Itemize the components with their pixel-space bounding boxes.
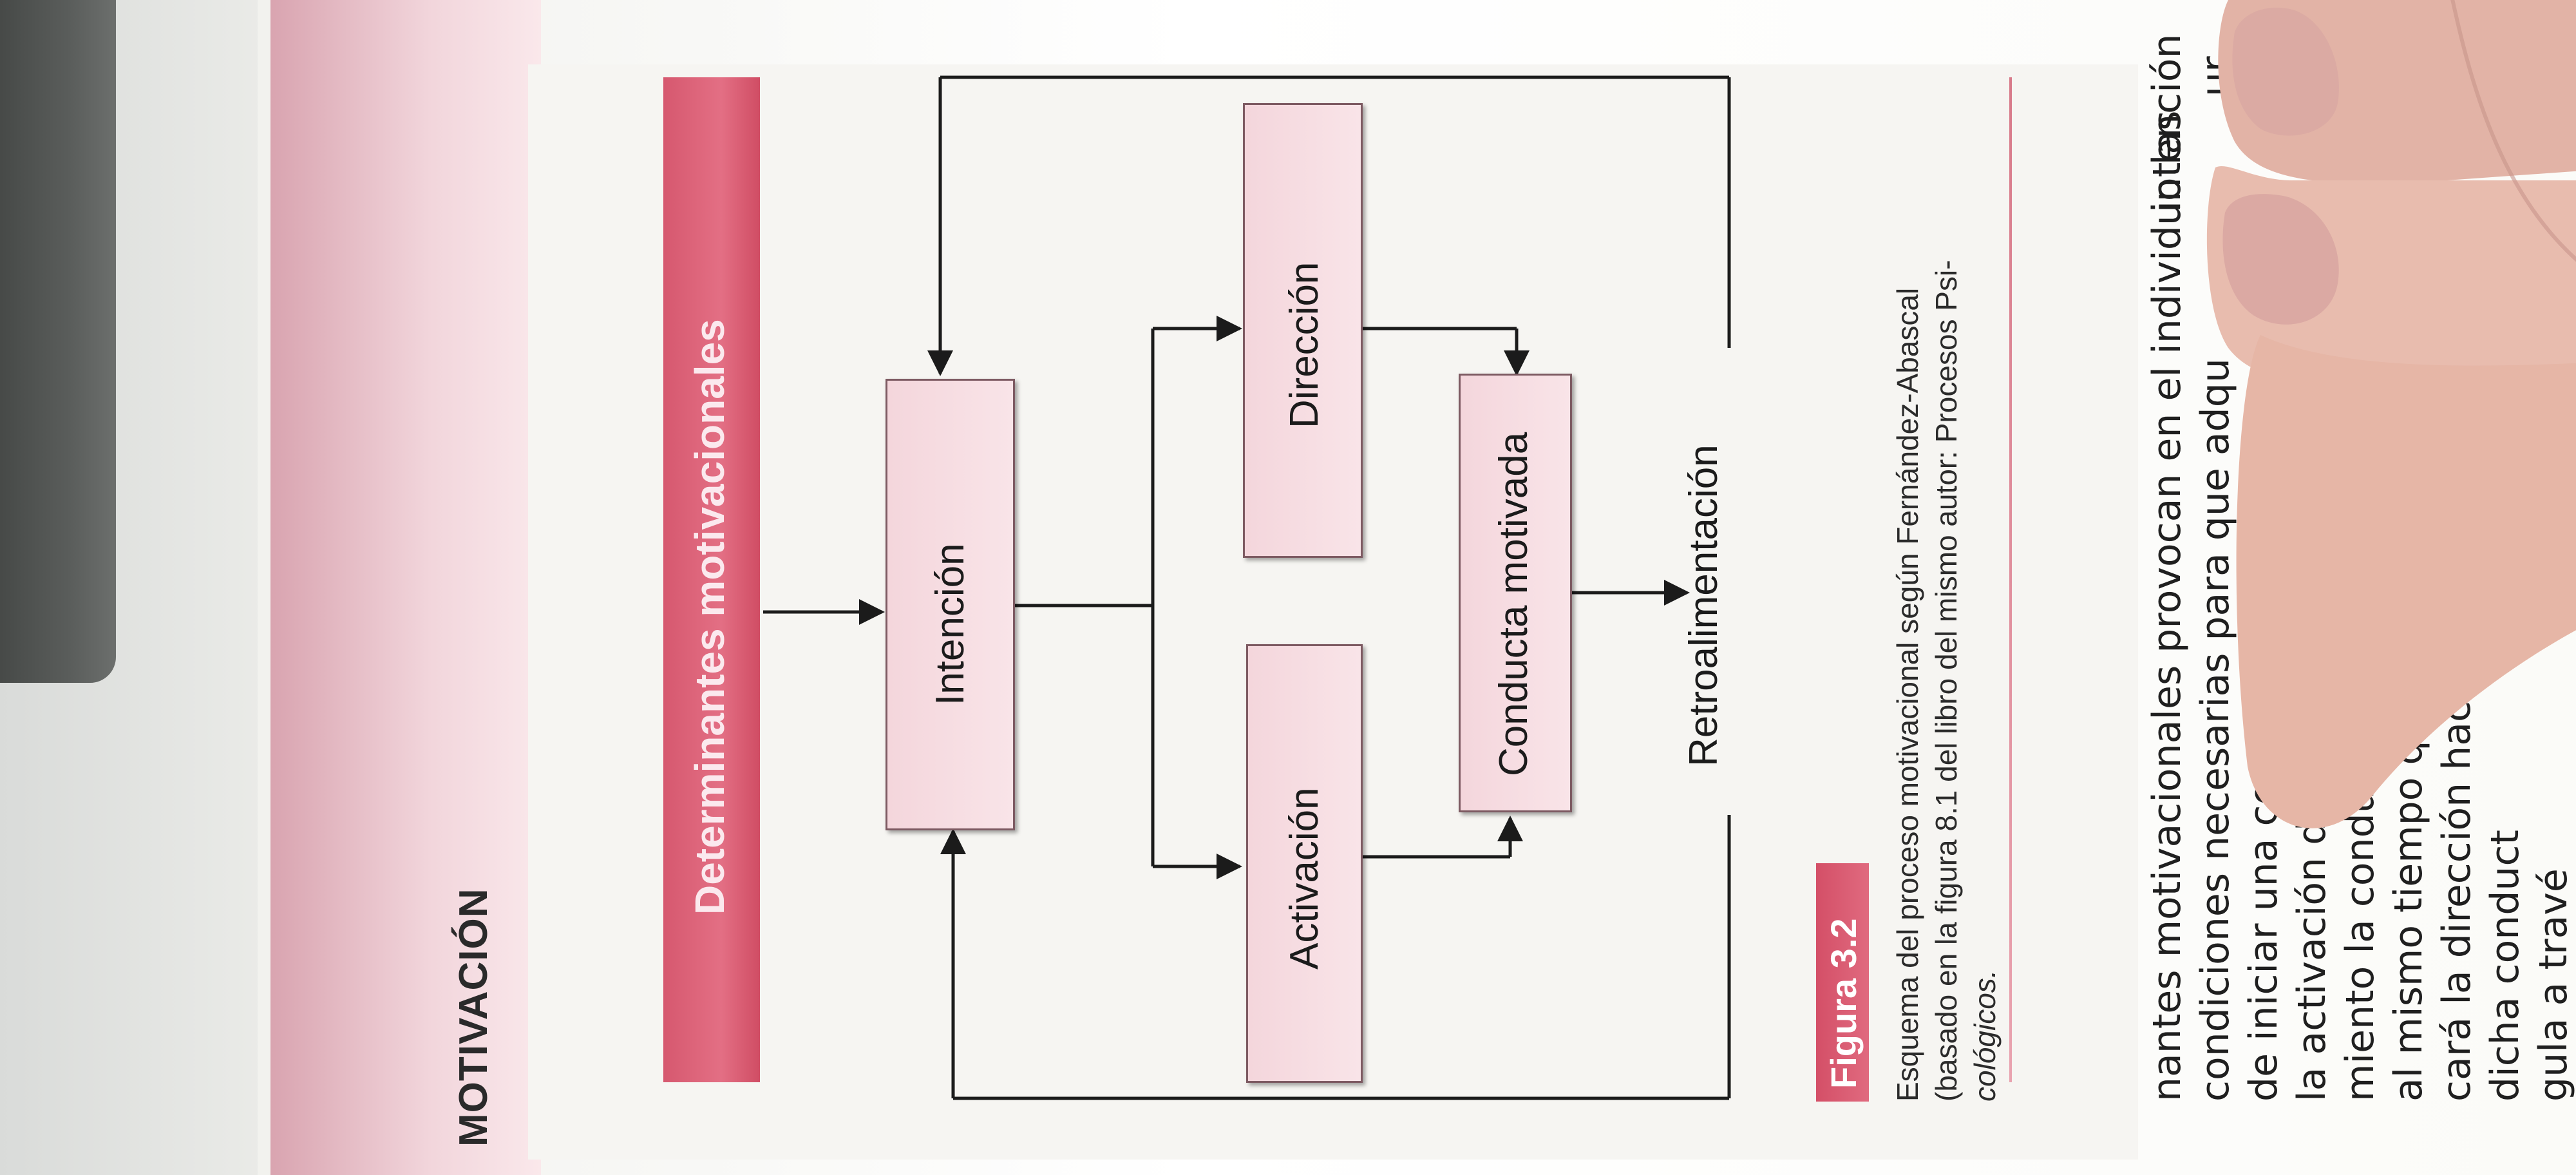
figure-tab — [1816, 863, 1869, 1102]
figure-label: Figura 3.2 — [1823, 918, 1864, 1089]
caption-line-2: (basado en la figura 8.1 del libro del m… — [1929, 260, 1963, 1102]
box-activacion — [1246, 644, 1363, 1083]
caption-rule — [2009, 77, 2012, 1082]
device-edge — [0, 0, 116, 683]
caption-line-3: cológicos. — [1968, 970, 2002, 1102]
box-conducta — [1459, 374, 1572, 812]
feedback-label: Retroalimentación — [1681, 444, 1726, 767]
body-line-9: gula a travé — [2531, 868, 2576, 1102]
label-activacion: Activación — [1282, 787, 1327, 970]
box-intencion — [886, 379, 1015, 830]
header-bar — [663, 77, 760, 1082]
page-side-band — [270, 0, 541, 1175]
label-direccion: Dirección — [1282, 262, 1327, 428]
box-direccion — [1243, 103, 1363, 558]
caption-line-1: Esquema del proceso motivacional según F… — [1891, 287, 1924, 1102]
label-intencion: Intención — [928, 543, 972, 705]
label-conducta: Conducta motivada — [1492, 432, 1536, 776]
hand-fingers — [2206, 0, 2576, 828]
